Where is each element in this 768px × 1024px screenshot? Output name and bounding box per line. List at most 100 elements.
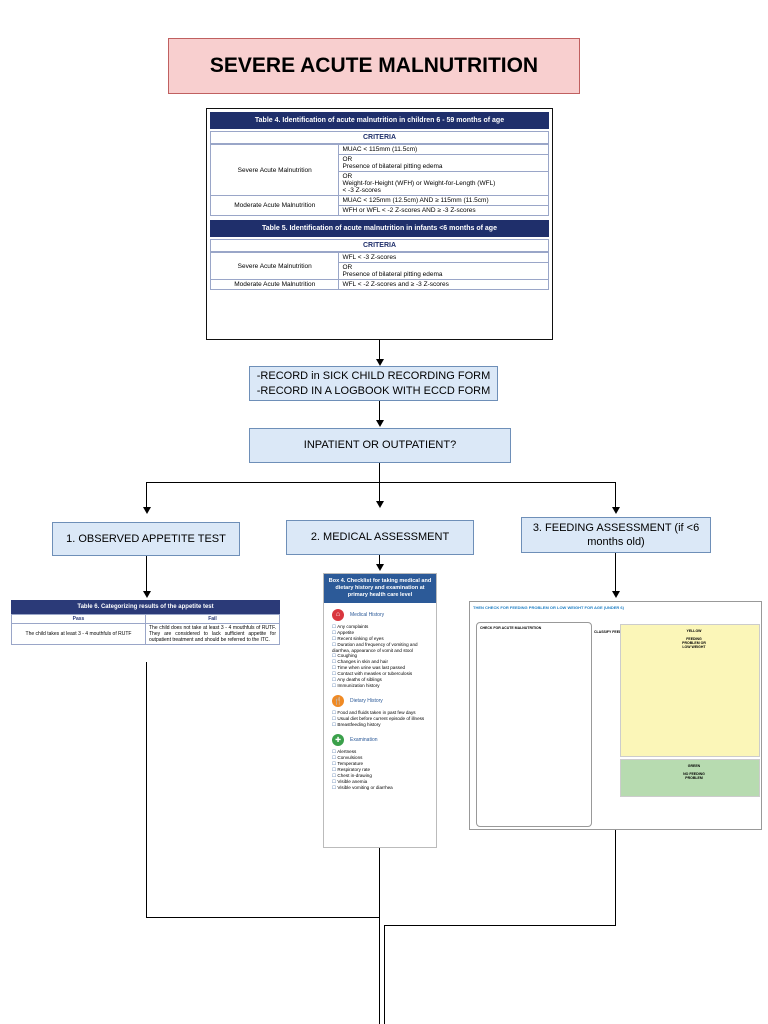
table4-header: Table 4. Identification of acute malnutr… xyxy=(210,112,549,129)
list-item: Chest in-drawing xyxy=(332,773,428,779)
arrow-down-icon xyxy=(376,564,384,571)
record-line2: -RECORD IN A LOGBOOK WITH ECCD FORM xyxy=(256,384,491,397)
table4-label-sam: Severe Acute Malnutrition xyxy=(209,144,340,196)
list-item: Convulsions xyxy=(332,755,428,761)
table5-criteria: CRITERIA xyxy=(210,239,549,252)
green-class: NO FEEDING PROBLEM xyxy=(683,772,705,780)
table-row: Severe Acute Malnutrition WFL < -3 Z-sco… xyxy=(209,252,549,280)
medical-house-icon: ⌂ xyxy=(332,608,344,621)
arrow-down-icon xyxy=(376,420,384,427)
yellow-label: YELLOW xyxy=(686,629,702,633)
list-item: Recent sinking of eyes xyxy=(332,636,428,642)
connector-line xyxy=(379,401,380,421)
table5-cell: OR Presence of bilateral pitting edema xyxy=(338,262,549,280)
table5-cell: WFL < -2 Z-scores and ≥ -3 Z-scores xyxy=(338,279,549,290)
list-item: Time when urine was last passed xyxy=(332,665,428,671)
connector-line xyxy=(146,917,379,918)
table-row: Pass Fail xyxy=(11,614,280,624)
table5-label-mam: Moderate Acute Malnutrition xyxy=(209,279,340,290)
examination-list: AlertnessConvulsionsTemperatureRespirato… xyxy=(324,749,436,791)
table4-cell: WFH or WFL < -2 Z-scores AND ≥ -3 Z-scor… xyxy=(338,205,549,216)
table5-header: Table 5. Identification of acute malnutr… xyxy=(210,220,549,237)
table4-cell: MUAC < 125mm (12.5cm) AND ≥ 115mm (11.5c… xyxy=(338,195,549,206)
table6-pass-text: The child takes at least 3 - 4 mouthfuls… xyxy=(11,623,146,645)
appetite-test-table: Table 6. Categorizing results of the app… xyxy=(11,600,280,662)
feeding-check-panel: CHECK FOR ACUTE MALNUTRITION xyxy=(476,622,592,827)
dietary-history-list: Food and fluids taken in past few daysUs… xyxy=(324,710,436,728)
table-row: WFH or WFL < -2 Z-scores AND ≥ -3 Z-scor… xyxy=(211,205,549,216)
table6-fail-head: Fail xyxy=(145,614,280,624)
branch-medical-assessment: 2. MEDICAL ASSESSMENT xyxy=(286,520,474,555)
table5-cell: WFL < -3 Z-scores xyxy=(338,252,549,263)
list-item: Visible vomiting or diarrhea xyxy=(332,785,428,791)
connector-line xyxy=(384,925,615,926)
medical-history-list: Any complaintsAppetiteRecent sinking of … xyxy=(324,624,436,690)
stethoscope-icon: ✚ xyxy=(332,734,344,747)
arrow-down-icon xyxy=(143,507,151,514)
list-item: Alertness xyxy=(332,749,428,755)
list-item: Food and fluids taken in past few days xyxy=(332,710,428,716)
table4-cell: MUAC < 115mm (11.5cm) xyxy=(338,144,549,155)
arrow-down-icon xyxy=(376,501,384,508)
connector-line xyxy=(146,556,147,592)
medical-history-label: Medical History xyxy=(350,611,385,618)
feeding-header: THEN CHECK FOR FEEDING PROBLEM OR LOW WE… xyxy=(473,605,624,610)
branch-feeding-assessment: 3. FEEDING ASSESSMENT (if <6 months old) xyxy=(521,517,711,553)
feeding-classify: CLASSIFY FEEDING xyxy=(594,630,628,634)
list-item: Breastfeeding history xyxy=(332,722,428,728)
fork-knife-icon: 🍴 xyxy=(332,695,344,708)
medical-history-title: ⌂ Medical History xyxy=(332,608,428,621)
table-row: Moderate Acute Malnutrition WFL < -2 Z-s… xyxy=(209,279,549,290)
table4-cell: OR Presence of bilateral pitting edema xyxy=(338,154,549,172)
list-item: Duration and frequency of vomiting and d… xyxy=(332,642,428,654)
list-item: Visible anemia xyxy=(332,779,428,785)
table4-cell: OR Weight-for-Height (WFH) or Weight-for… xyxy=(338,171,549,196)
list-item: Any complaints xyxy=(332,624,428,630)
connector-line xyxy=(146,482,616,483)
connector-line xyxy=(379,555,380,565)
criteria-tables: Table 4. Identification of acute malnutr… xyxy=(206,108,553,340)
connector-line xyxy=(384,925,385,1024)
table4-label-mam: Moderate Acute Malnutrition xyxy=(209,195,340,216)
branch-appetite-test: 1. OBSERVED APPETITE TEST xyxy=(52,522,240,556)
medical-checklist-box: Box 4. Checklist for taking medical and … xyxy=(323,573,437,848)
arrow-down-icon xyxy=(612,507,620,514)
table-row: Severe Acute Malnutrition MUAC < 115mm (… xyxy=(209,144,549,196)
feeding-green-row: GREEN NO FEEDING PROBLEM xyxy=(620,759,760,797)
connector-line xyxy=(615,482,616,508)
table-row: Moderate Acute Malnutrition MUAC < 125mm… xyxy=(209,195,549,216)
table5: Severe Acute Malnutrition WFL < -3 Z-sco… xyxy=(209,252,549,290)
table6-pass-head: Pass xyxy=(11,614,146,624)
list-item: Usual diet before current episode of ill… xyxy=(332,716,428,722)
yellow-class: FEEDING PROBLEM OR LOW WEIGHT xyxy=(682,637,706,649)
list-item: Changes in skin and hair xyxy=(332,659,428,665)
list-item: Coughing xyxy=(332,653,428,659)
connector-line xyxy=(379,848,380,1024)
green-label: GREEN xyxy=(687,764,701,768)
table4: Severe Acute Malnutrition MUAC < 115mm (… xyxy=(209,144,549,216)
box4-header: Box 4. Checklist for taking medical and … xyxy=(324,574,436,603)
connector-line xyxy=(379,463,380,482)
feeding-assessment-chart: THEN CHECK FOR FEEDING PROBLEM OR LOW WE… xyxy=(469,601,762,830)
arrow-down-icon xyxy=(612,591,620,598)
table6-header: Table 6. Categorizing results of the app… xyxy=(11,600,280,614)
dietary-history-label: Dietary History xyxy=(350,698,383,705)
feeding-yellow-row: YELLOW FEEDING PROBLEM OR LOW WEIGHT xyxy=(620,624,760,757)
dietary-history-title: 🍴 Dietary History xyxy=(332,695,428,708)
decision-box: INPATIENT OR OUTPATIENT? xyxy=(249,428,511,463)
record-box: -RECORD in SICK CHILD RECORDING FORM -RE… xyxy=(249,366,498,401)
table4-criteria: CRITERIA xyxy=(210,131,549,144)
list-item: Any deaths of siblings xyxy=(332,677,428,683)
connector-line xyxy=(379,482,380,502)
table5-label-sam: Severe Acute Malnutrition xyxy=(209,252,340,280)
connector-line xyxy=(615,553,616,592)
table-row: OR Presence of bilateral pitting edema xyxy=(211,262,549,280)
connector-line xyxy=(146,662,147,917)
list-item: Temperature xyxy=(332,761,428,767)
record-line1: -RECORD in SICK CHILD RECORDING FORM xyxy=(256,370,491,383)
table-row: OR Weight-for-Height (WFH) or Weight-for… xyxy=(211,171,549,196)
feeding-check-title: CHECK FOR ACUTE MALNUTRITION xyxy=(480,626,542,630)
list-item: Appetite xyxy=(332,630,428,636)
list-item: Contact with measles or tuberculosis xyxy=(332,671,428,677)
connector-line xyxy=(146,482,147,508)
